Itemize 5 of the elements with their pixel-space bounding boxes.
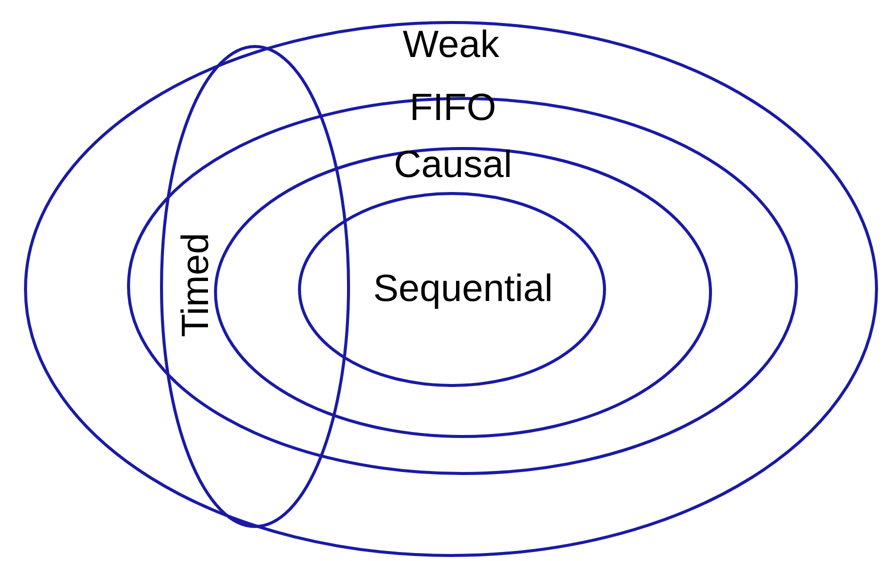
region-label: Sequential: [373, 270, 553, 308]
region-label: FIFO: [410, 88, 496, 127]
region-label: Weak: [402, 26, 500, 64]
region-label: Timed: [177, 232, 216, 338]
region-label: Causal: [394, 146, 512, 184]
